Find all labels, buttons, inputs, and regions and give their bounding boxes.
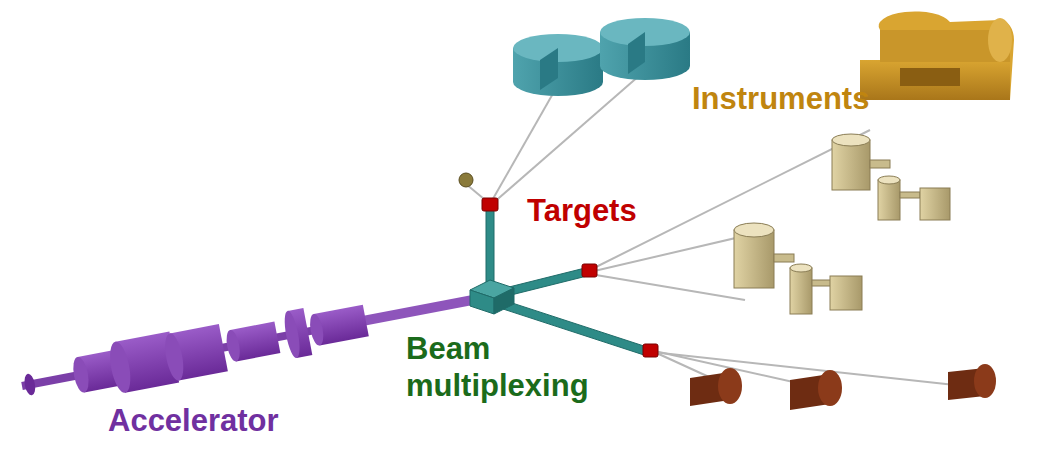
neutron-guides bbox=[466, 75, 955, 388]
section-label: Accelerator bbox=[108, 402, 279, 439]
large-instrument bbox=[860, 11, 1014, 100]
section-label: Beam multiplexing bbox=[406, 330, 556, 404]
section-label: Targets bbox=[527, 192, 637, 229]
section-label: Instruments bbox=[692, 80, 869, 117]
beam-lines bbox=[486, 210, 650, 356]
brown-instruments bbox=[690, 364, 996, 410]
small-detector bbox=[459, 173, 473, 187]
multiplexer-box bbox=[470, 280, 514, 314]
tan-instruments bbox=[734, 134, 950, 314]
spectrometer-drums bbox=[513, 18, 690, 96]
